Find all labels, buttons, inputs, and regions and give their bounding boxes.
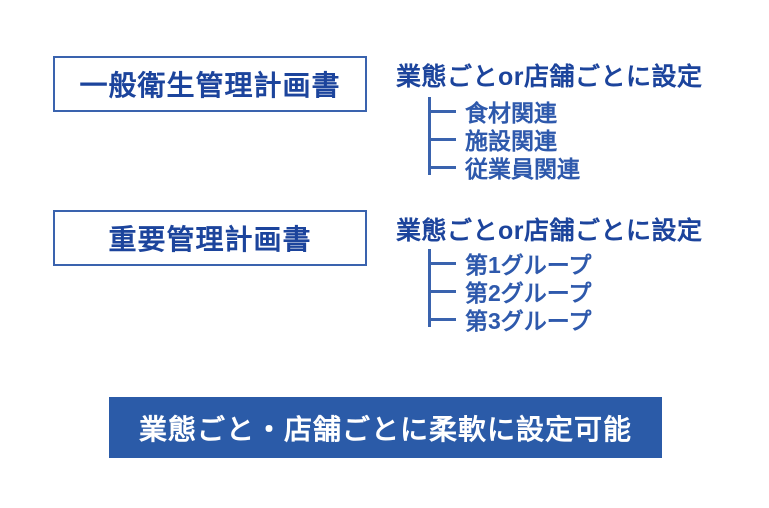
tree-general: 食材関連 施設関連 従業員関連 <box>428 97 688 182</box>
tree-item: 従業員関連 <box>428 153 688 182</box>
tree-item-label: 第3グループ <box>465 308 592 334</box>
tree-item: 第1グループ <box>428 249 688 278</box>
tree-branch-line <box>428 137 456 141</box>
tree-item: 施設関連 <box>428 125 688 154</box>
tree-branch-line <box>428 289 456 293</box>
tree-branch-line <box>428 261 456 265</box>
tree-critical: 第1グループ 第2グループ 第3グループ <box>428 249 688 334</box>
plan-box-general: 一般衛生管理計画書 <box>53 56 367 112</box>
tree-item-label: 食材関連 <box>465 100 557 126</box>
tree-item-label: 第2グループ <box>465 280 592 306</box>
tree-branch-line <box>428 317 456 321</box>
tree-item-label: 第1グループ <box>465 252 592 278</box>
tree-vertical-line <box>428 249 431 327</box>
tree-vertical-line <box>428 97 431 175</box>
plan-box-general-label: 一般衛生管理計画書 <box>79 70 341 101</box>
tree-item: 食材関連 <box>428 97 688 126</box>
tree-branch-line <box>428 165 456 169</box>
tree-item-label: 従業員関連 <box>465 156 580 182</box>
tree-item: 第2グループ <box>428 277 688 306</box>
plan-box-critical: 重要管理計画書 <box>53 210 367 266</box>
tree-item-label: 施設関連 <box>465 128 557 154</box>
tree-item: 第3グループ <box>428 305 688 334</box>
plan-box-critical-label: 重要管理計画書 <box>108 224 312 255</box>
flexible-setting-banner: 業態ごと・店舗ごとに柔軟に設定可能 <box>109 397 662 458</box>
setting-heading-general: 業態ごとor店舗ごとに設定 <box>396 63 703 91</box>
setting-heading-critical: 業態ごとor店舗ごとに設定 <box>396 217 703 245</box>
flexible-setting-banner-label: 業態ごと・店舗ごとに柔軟に設定可能 <box>138 413 632 445</box>
tree-branch-line <box>428 109 456 113</box>
